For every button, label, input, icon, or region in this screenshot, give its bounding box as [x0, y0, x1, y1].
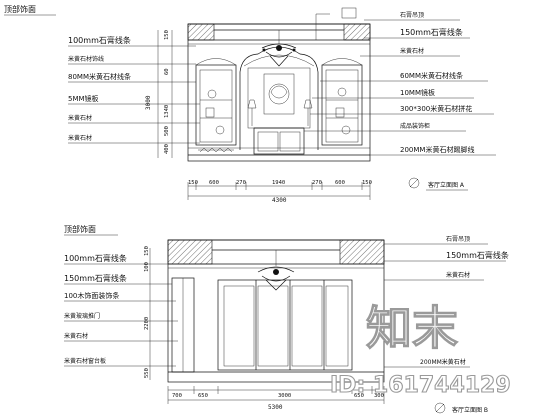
label-a-right-5: 300*300米黄石材拼花	[400, 104, 472, 113]
dim-b-b-3: 650	[354, 393, 364, 399]
elevation-b: 顶部饰面 100mm石膏线条 150mm石膏线条	[64, 224, 509, 414]
label-b-right-1: 150mm石膏线条	[446, 250, 509, 260]
label-b-left-5: 米黄石材窗台板	[64, 357, 106, 365]
label-a-left-4: 米黄石材	[68, 114, 92, 122]
label-a-right-0: 石膏吊顶	[400, 11, 424, 19]
dim-a-b-4: 270	[312, 180, 322, 186]
dim-b-v-1: 100	[144, 262, 150, 272]
watermark-chars: 知末	[366, 301, 458, 355]
label-b-right-0: 石膏吊顶	[446, 235, 470, 243]
label-a-right-2: 米黄石材	[400, 47, 424, 55]
caption-b: 客厅立面图 B	[452, 406, 488, 414]
label-a-left-5: 米黄石材	[68, 134, 92, 142]
ceiling-beam-right	[343, 23, 371, 41]
dim-b-v-0: 150	[144, 246, 150, 256]
label-b-right-3: 200MM米黄石材	[420, 358, 466, 366]
label-b-left-4: 米黄石材	[64, 332, 88, 340]
watermark-id: ID: 161744129	[330, 373, 511, 398]
label-a-left-3: 5MM镜板	[68, 94, 99, 103]
dim-a-v-1: 60	[164, 68, 170, 75]
title-tag-b: 顶部饰面	[64, 224, 96, 234]
label-b-left-0: 100mm石膏线条	[64, 253, 127, 263]
dim-b-b-4: 300	[374, 393, 384, 399]
chandelier-icon	[261, 30, 297, 67]
dim-b-b-2: 3000	[278, 393, 291, 399]
label-a-left-2: 80MM米黄石材线条	[68, 72, 131, 81]
dim-b-b-1: 650	[198, 393, 208, 399]
caption-a: 客厅立面图 A	[428, 181, 465, 189]
ceiling-beam-b-right	[339, 239, 385, 265]
label-a-right-6: 成品装饰柜	[400, 122, 430, 130]
marker-box-a	[341, 7, 357, 19]
dim-a-v-2: 1340	[164, 105, 170, 118]
dim-a-v-0: 150	[164, 30, 170, 40]
dim-a-b-6: 150	[362, 180, 372, 186]
label-a-right-7: 200MM米黄石材踢脚线	[400, 145, 474, 154]
section-marker-a	[408, 177, 420, 189]
dim-a-b-0: 150	[188, 180, 198, 186]
section-marker-b	[434, 402, 446, 414]
label-a-right-4: 10MM镜板	[400, 88, 435, 97]
elevation-a: 顶部饰面	[4, 4, 496, 204]
label-b-right-2: 米黄石材	[446, 271, 470, 279]
title-tag-a: 顶部饰面	[4, 4, 36, 14]
ceiling-beam-b-left	[167, 239, 213, 265]
label-a-left-1: 米黄石材饰线	[68, 55, 104, 63]
chandelier-b-icon	[257, 250, 295, 291]
dim-a-b-2: 270	[236, 180, 246, 186]
label-b-left-2: 100木饰面装饰条	[64, 291, 119, 300]
dim-a-b-3: 1940	[272, 180, 285, 186]
dim-a-total: 4300	[272, 197, 287, 204]
dim-a-height: 3000	[145, 95, 152, 110]
ceiling-beam-left	[187, 23, 215, 41]
label-b-left-1: 150mm石膏线条	[64, 273, 127, 283]
dim-a-b-5: 600	[335, 180, 345, 186]
dim-a-v-4: 400	[164, 144, 170, 154]
dim-a-v-3: 500	[164, 126, 170, 136]
dim-b-b-0: 700	[172, 393, 182, 399]
dim-a-b-1: 600	[209, 180, 219, 186]
dim-b-v-2: 2200	[144, 317, 150, 330]
label-a-right-3: 60MM米黄石材线条	[400, 71, 463, 80]
label-b-left-3: 米黄玻璃推门	[64, 312, 100, 320]
label-a-left-0: 100mm石膏线条	[68, 35, 131, 45]
dim-b-v-3: 550	[144, 368, 150, 378]
dim-b-total: 5300	[268, 404, 283, 411]
watermark: 知末 ID: 161744129	[329, 300, 511, 398]
label-a-right-1: 150mm石膏线条	[400, 27, 463, 37]
